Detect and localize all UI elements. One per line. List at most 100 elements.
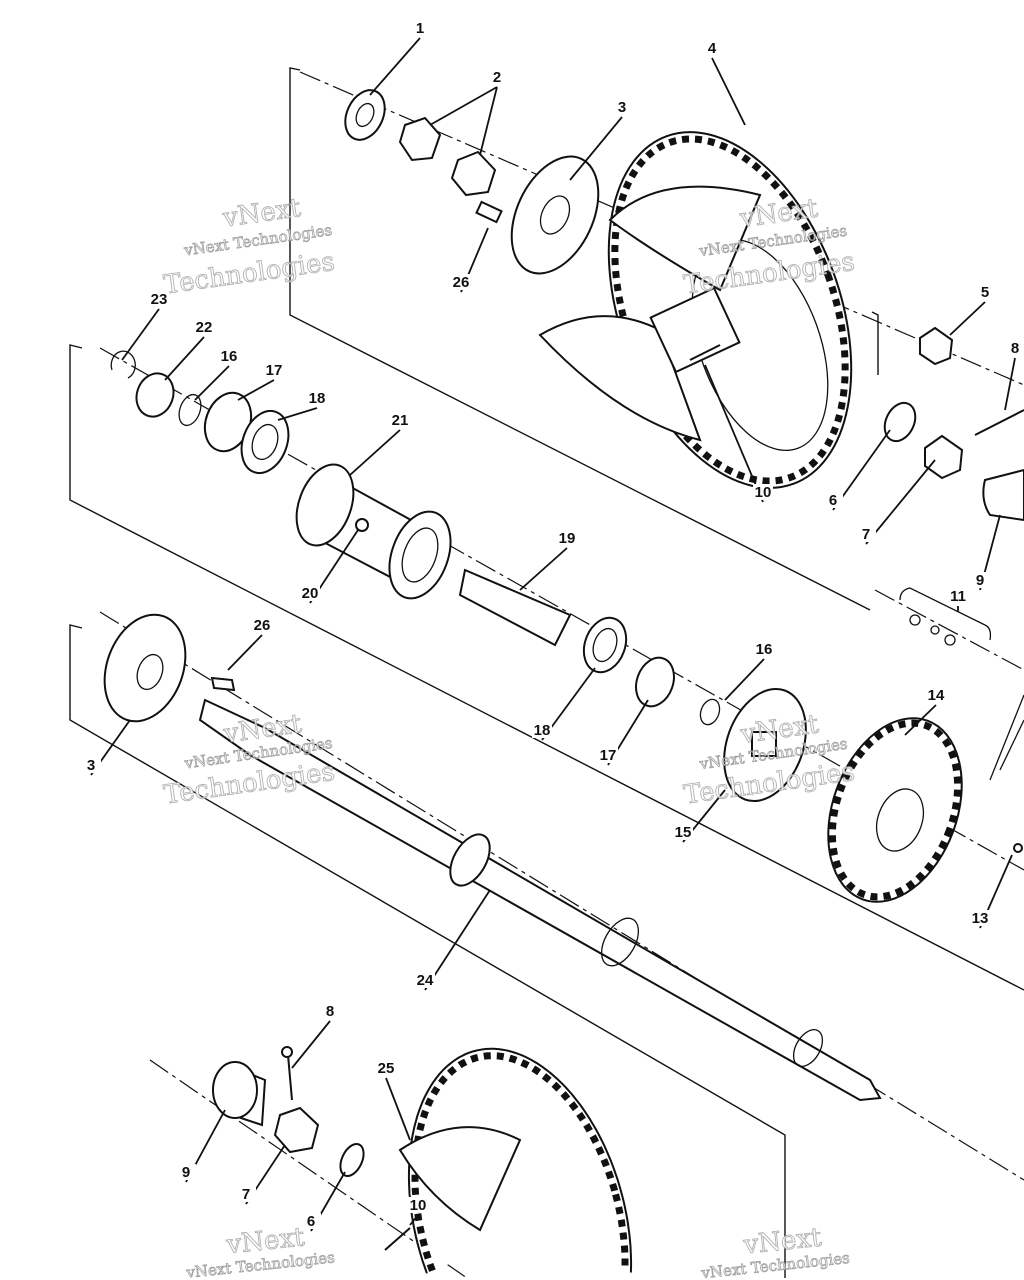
leader-line [227, 634, 263, 671]
callout-background [487, 69, 507, 85]
callout-background [320, 1003, 340, 1019]
callout-13: 13 [972, 910, 989, 927]
callout-background [376, 1060, 396, 1076]
leader-line [724, 658, 765, 701]
leader-line [121, 308, 160, 361]
callout-background [236, 1186, 256, 1202]
callout-background [415, 972, 435, 988]
callout-4: 4 [708, 40, 717, 57]
leader-line [424, 889, 491, 991]
callout-21: 21 [392, 412, 409, 429]
callout-8: 8 [326, 1003, 334, 1020]
callout-background [673, 824, 693, 840]
leader-line [164, 336, 205, 381]
leader-line [369, 37, 421, 96]
callout-background [149, 291, 169, 307]
wheel-top [538, 131, 853, 489]
callout-18: 18 [534, 722, 551, 739]
callout-background [451, 274, 471, 290]
callout-2: 2 [493, 69, 501, 86]
callout-background [390, 412, 410, 428]
callout-6: 6 [307, 1213, 315, 1230]
leader-line [711, 57, 746, 126]
leader-line [569, 116, 623, 181]
callout-22: 22 [196, 319, 213, 336]
callout-background [823, 492, 843, 508]
callout-background [219, 348, 239, 364]
axle-housing-parts [110, 350, 1024, 903]
callout-23: 23 [151, 291, 168, 308]
callout-background [612, 99, 632, 115]
assembly-outlines [69, 67, 1024, 1278]
leader-line [429, 86, 498, 126]
leader-line [865, 459, 936, 545]
callout-26: 26 [254, 617, 271, 634]
leader-line [385, 1077, 411, 1141]
leader-line [409, 1214, 419, 1226]
leader-line [904, 704, 937, 736]
callout-10: 10 [410, 1197, 427, 1214]
callout-background [598, 747, 618, 763]
callout-background [301, 1213, 321, 1229]
callout-background [975, 284, 995, 300]
callout-9: 9 [976, 572, 984, 589]
callout-1: 1 [416, 20, 424, 37]
callout-9: 9 [182, 1164, 190, 1181]
leader-line [237, 379, 275, 401]
leader-line [479, 86, 498, 156]
callout-6: 6 [829, 492, 837, 509]
callout-3: 3 [618, 99, 626, 116]
callout-10: 10 [755, 484, 772, 501]
callout-8: 8 [1011, 340, 1019, 357]
callout-25: 25 [378, 1060, 395, 1077]
callout-background [926, 687, 946, 703]
callout-background [300, 585, 320, 601]
callout-background [194, 319, 214, 335]
callout-11: 11 [950, 588, 966, 605]
leader-line [949, 301, 986, 336]
callout-26: 26 [453, 274, 470, 291]
callout-background [410, 20, 430, 36]
callout-17: 17 [600, 747, 617, 764]
callout-background [408, 1197, 428, 1213]
callout-14: 14 [928, 687, 945, 704]
callout-17: 17 [266, 362, 283, 379]
callout-20: 20 [302, 585, 319, 602]
leader-line [704, 364, 764, 503]
callout-16: 16 [756, 641, 773, 658]
callout-19: 19 [559, 530, 576, 547]
leader-line [1004, 357, 1016, 411]
callout-background [970, 910, 990, 926]
axle-shaft [103, 613, 882, 1102]
callout-background [307, 390, 327, 406]
callout-background [856, 526, 876, 542]
callout-background [264, 362, 284, 378]
leader-line [349, 429, 401, 476]
callout-15: 15 [675, 824, 692, 841]
callout-background [948, 588, 968, 604]
callout-leaders [90, 37, 1016, 1232]
callout-3: 3 [87, 757, 95, 774]
callout-background [532, 722, 552, 738]
callout-5: 5 [981, 284, 989, 301]
callout-background [753, 484, 773, 500]
wheel-bottom-tread [411, 1052, 629, 1272]
callout-background [252, 617, 272, 633]
callout-background [557, 530, 577, 546]
leader-line [277, 407, 318, 421]
leader-line [519, 547, 568, 591]
callout-background [970, 572, 990, 588]
callout-16: 16 [221, 348, 238, 365]
callout-background [702, 40, 722, 56]
callout-18: 18 [309, 390, 326, 407]
callout-7: 7 [862, 526, 870, 543]
callout-background [1005, 340, 1024, 356]
leader-line [194, 365, 230, 401]
callout-background [754, 641, 774, 657]
top-hub-parts [344, 89, 1024, 522]
callout-background [81, 757, 101, 773]
leader-line [291, 1020, 331, 1069]
